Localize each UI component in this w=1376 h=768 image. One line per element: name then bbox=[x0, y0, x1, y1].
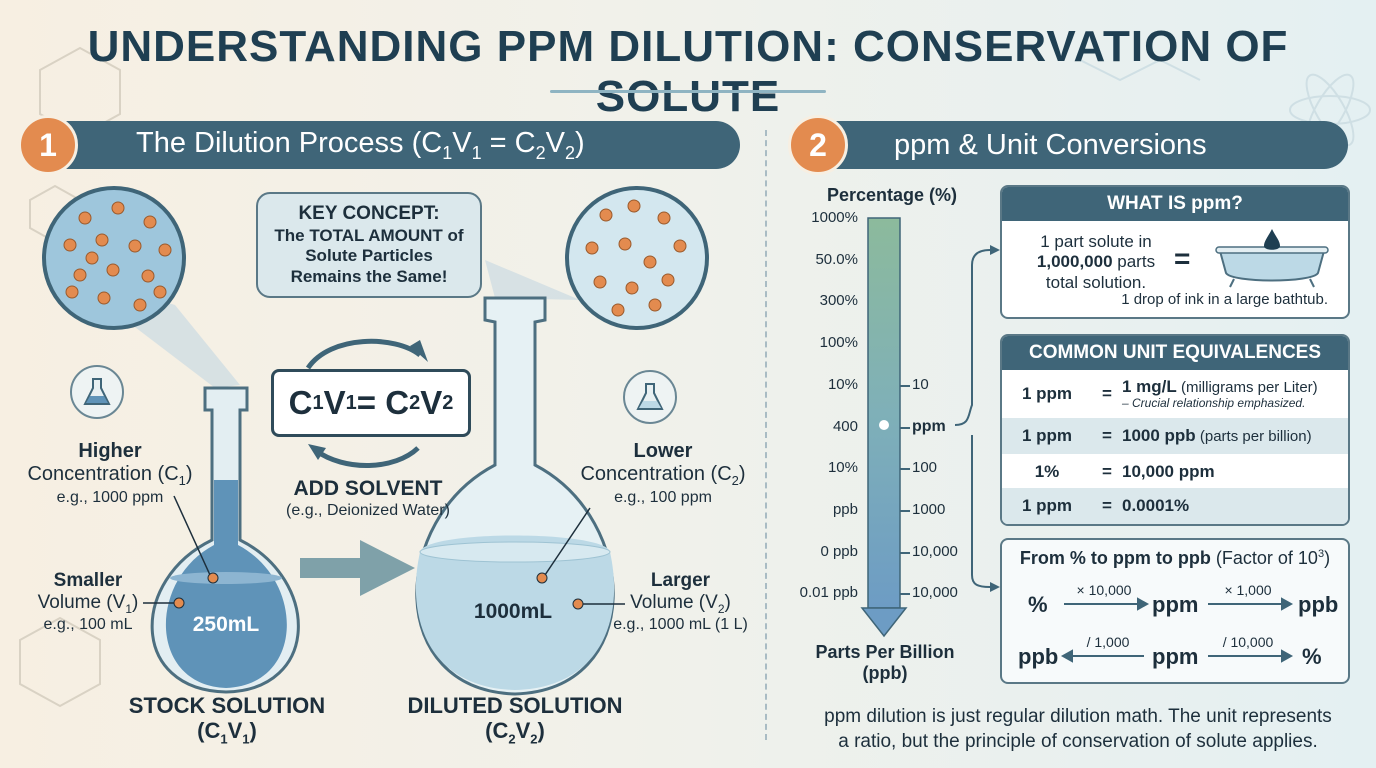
key-concept-heading: KEY CONCEPT: bbox=[298, 203, 440, 225]
diluted-flask-volume: 1000mL bbox=[473, 600, 553, 623]
section-1-banner: The Dilution Process (C1V1 = C2V2) bbox=[50, 121, 740, 169]
scale-tick-right: 1000 bbox=[912, 500, 946, 518]
cycle-arrow-bottom bbox=[313, 446, 420, 468]
section-2-banner: ppm & Unit Conversions bbox=[820, 121, 1348, 169]
scale-tick-left: 10% bbox=[827, 459, 858, 477]
factor-label: × 10,000 bbox=[1076, 582, 1132, 598]
scale-tick-right: 10 bbox=[912, 375, 929, 393]
scale-tick-left: 0 ppb bbox=[820, 542, 858, 560]
scale-tick-mark bbox=[900, 384, 910, 387]
conversion-factor-card: From % to ppm to ppb (Factor of 103) % ×… bbox=[1000, 538, 1350, 684]
scale-bottom-label: Parts Per Billion (ppb) bbox=[815, 642, 955, 683]
scale-tick-left: 50.0% bbox=[815, 250, 858, 268]
scale-tick-left: 1000% bbox=[811, 209, 858, 226]
scale-bracket bbox=[954, 245, 1000, 592]
what-is-ppm-card: WHAT IS ppm? 1 part solute in 1,000,000 … bbox=[1000, 185, 1350, 319]
scale-tick-mark bbox=[900, 551, 910, 554]
magnified-diluted-particles bbox=[565, 186, 709, 330]
beaker-icon bbox=[70, 365, 124, 419]
section-divider bbox=[765, 130, 767, 740]
section-1-title: The Dilution Process (C1V1 = C2V2) bbox=[136, 126, 585, 163]
beaker-icon bbox=[623, 370, 677, 424]
page-title: UNDERSTANDING PPM DILUTION: CONSERVATION… bbox=[87, 22, 1289, 121]
section-2-number: 2 bbox=[788, 115, 848, 175]
key-concept-callout: KEY CONCEPT: The TOTAL AMOUNT of Solute … bbox=[256, 192, 482, 298]
equivalence-row: 1% = 10,000 ppm bbox=[1002, 454, 1348, 490]
equivalence-row: 1 ppm = 0.0001% bbox=[1002, 488, 1348, 524]
key-concept-line: The TOTAL AMOUNT of bbox=[274, 225, 464, 245]
stock-liquid bbox=[165, 480, 287, 688]
scale-tick-mark bbox=[900, 509, 910, 512]
conversion-title: From % to ppm to ppb (Factor of 103) bbox=[1019, 548, 1331, 568]
cycle-arrow-top bbox=[305, 338, 422, 370]
unit-ppb: ppb bbox=[1018, 644, 1059, 669]
scale-tick-left: 10% bbox=[827, 375, 858, 393]
magnifier-cone-right bbox=[485, 260, 580, 300]
title-underline bbox=[550, 90, 826, 93]
unit-ppm: ppm bbox=[1152, 592, 1199, 617]
scale-tick-left: 0.01 ppb bbox=[799, 584, 858, 602]
unit-ppb: ppb bbox=[1298, 592, 1339, 617]
unit-ppm: ppm bbox=[1152, 644, 1199, 669]
key-concept-line: Solute Particles bbox=[305, 246, 433, 266]
scale-tick-right: 10,000 bbox=[912, 584, 958, 602]
process-arrow bbox=[300, 540, 415, 596]
ppm-definition: 1 part solute in 1,000,000 parts total s… bbox=[1036, 232, 1156, 292]
add-solvent-example: (e.g., Deionized Water) bbox=[286, 502, 450, 519]
bathtub-icon bbox=[1215, 229, 1329, 288]
unit-equivalences-heading: COMMON UNIT EQUIVALENCES bbox=[1002, 336, 1348, 370]
scale-tick-left: 300% bbox=[819, 292, 858, 310]
diluted-concentration-label: Lower Concentration (C2) e.g., 100 ppm bbox=[580, 440, 746, 506]
unit-percent: % bbox=[1302, 644, 1322, 669]
section-1-number: 1 bbox=[18, 115, 78, 175]
scale-tick-right: ppm bbox=[912, 417, 946, 435]
unit-scale-bar bbox=[860, 217, 908, 638]
scale-tick-right: 10,000 bbox=[912, 542, 958, 560]
diluted-solution-title: DILUTED SOLUTION (C2V2) bbox=[407, 693, 623, 747]
scale-tick-left: 100% bbox=[819, 334, 858, 352]
stock-concentration-label: Higher Concentration (C1) e.g., 1000 ppm bbox=[27, 440, 193, 506]
dilution-illustration bbox=[42, 186, 709, 696]
footer-note: ppm dilution is just regular dilution ma… bbox=[824, 706, 1332, 752]
stock-solution-title: STOCK SOLUTION (C1V1) bbox=[128, 693, 326, 747]
scale-tick-left: ppb bbox=[832, 500, 858, 518]
key-concept-line: Remains the Same! bbox=[290, 266, 448, 286]
stock-volume-label: Smaller Volume (V1) e.g., 100 mL bbox=[37, 570, 139, 634]
scale-tick-left: 400 bbox=[832, 417, 858, 435]
equivalence-row: 1 ppm = 1 mg/L (milligrams per Liter) – … bbox=[1002, 370, 1348, 418]
diluted-volume-label: Larger Volume (V2) e.g., 1000 mL (1 L) bbox=[613, 570, 748, 634]
unit-percent: % bbox=[1028, 592, 1048, 617]
what-is-ppm-heading: WHAT IS ppm? bbox=[1002, 187, 1348, 221]
section-2-title: ppm & Unit Conversions bbox=[894, 128, 1207, 161]
equivalence-row: 1 ppm = 1000 ppb (parts per billion) bbox=[1002, 418, 1348, 454]
scale-tick-mark bbox=[900, 593, 910, 596]
ppm-analogy: 1 drop of ink in a large bathtub. bbox=[1121, 291, 1328, 308]
conversion-arrows bbox=[1060, 597, 1294, 663]
scale-tick-mark bbox=[900, 468, 910, 471]
factor-label: / 1,000 bbox=[1086, 634, 1130, 650]
add-solvent-label: ADD SOLVENT bbox=[293, 477, 443, 500]
factor-label: / 10,000 bbox=[1222, 634, 1274, 650]
diluted-liquid bbox=[415, 535, 615, 690]
factor-label: × 1,000 bbox=[1224, 582, 1272, 598]
stock-flask-volume: 250mL bbox=[192, 613, 260, 636]
scale-tick-right: 100 bbox=[912, 459, 938, 477]
scale-title: Percentage (%) bbox=[826, 185, 958, 205]
scale-tick-mark bbox=[900, 426, 910, 429]
unit-equivalences-card: COMMON UNIT EQUIVALENCES 1 ppm = 1 mg/L … bbox=[1000, 334, 1350, 526]
equals-sign: = bbox=[1174, 243, 1191, 274]
